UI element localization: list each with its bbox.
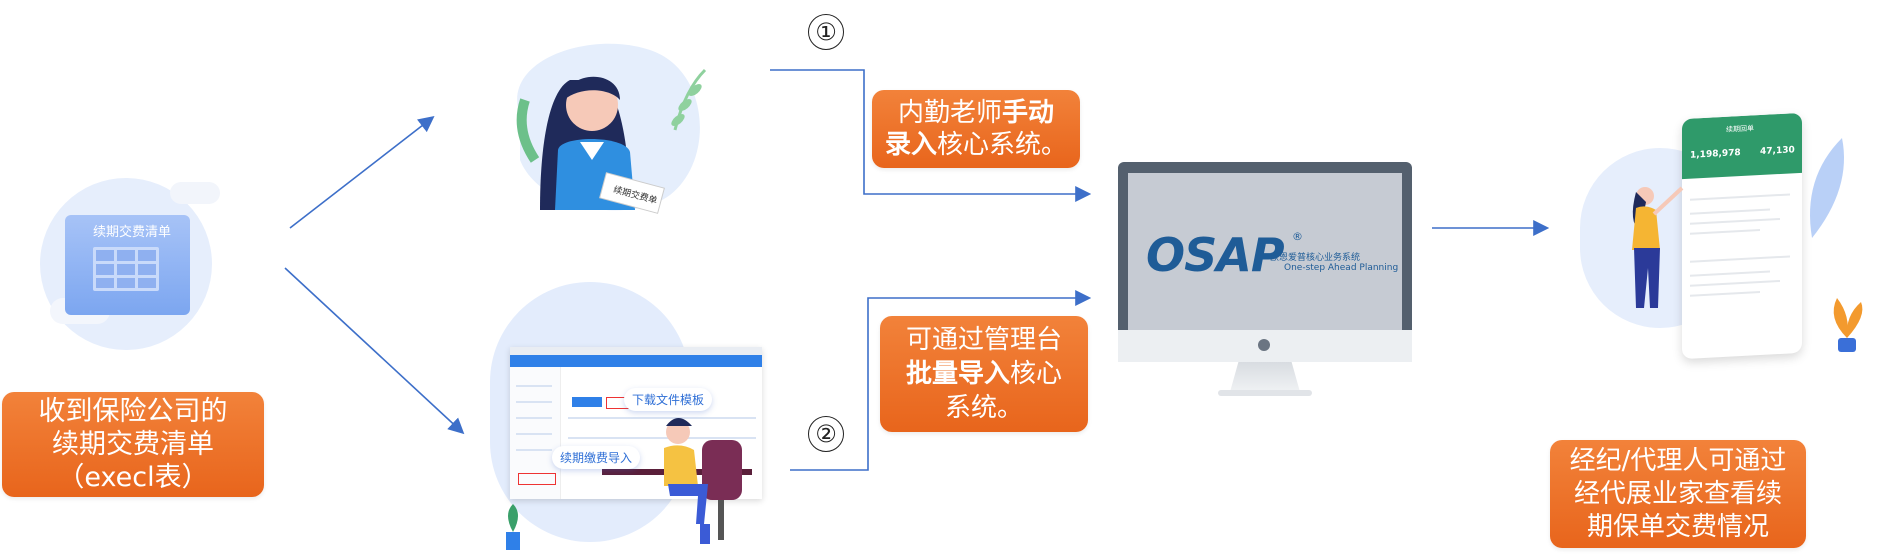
admin-ui-illustration: 下载文件模板 续期缴费导入 [490, 282, 770, 552]
import-tag: 续期缴费导入 [552, 446, 641, 469]
document-card-title: 续期交费清单 [93, 225, 172, 240]
step2-number: ② [808, 416, 844, 452]
step2-text-bold: 批量导入 [905, 359, 1010, 389]
left-label-line3: （execl表） [57, 462, 209, 493]
download-template-tag: 下载文件模板 [624, 388, 713, 411]
left-label-line2: 续期交费清单 [52, 429, 214, 460]
agent-phone-illustration: 续期回单 1,198,978 47,130 [1570, 108, 1890, 378]
osap-logo: OSAP [1146, 228, 1285, 282]
phone-stat2: 47,130 [1760, 145, 1795, 158]
step1-text-bold: 手动 [1002, 98, 1055, 128]
step2-text-mid: 核心 [1010, 359, 1063, 389]
monitor-screen [1128, 173, 1402, 330]
monitor-stand [1230, 362, 1300, 392]
step2-label: 可通过管理台 批量导入核心 系统。 [880, 316, 1088, 432]
left-label: 收到保险公司的 续期交费清单 （execl表） [2, 392, 264, 497]
phone-header: 续期回单 [1726, 124, 1754, 134]
step1-text-pre: 内勤老师 [897, 98, 1002, 128]
arrow-to-batch [284, 267, 465, 435]
document-grid [93, 247, 159, 291]
step1-text-bold2: 录入 [884, 130, 937, 160]
document-illustration: 续期交费清单 [40, 170, 230, 360]
step1-label: 内勤老师手动 录入核心系统。 [872, 90, 1080, 168]
step1-number: ① [808, 14, 844, 50]
phone-screen: 续期回单 1,198,978 47,130 [1682, 112, 1802, 360]
right-label-line1: 经纪/代理人可通过 [1569, 445, 1787, 476]
document-card: 续期交费清单 [65, 215, 190, 315]
step1-text-post: 核心系统。 [937, 130, 1068, 160]
core-system-monitor: OSAP ® 欧恩爱普核心业务系统 One-step Ahead Plannin… [1118, 162, 1412, 402]
osap-registered: ® [1292, 230, 1303, 243]
arrow-to-manual [289, 116, 435, 229]
monitor-button [1258, 339, 1270, 351]
step2-text-pre: 可通过管理台 [905, 325, 1062, 355]
right-label-line3: 期保单交费情况 [1586, 511, 1769, 542]
connector-step1 [770, 69, 1092, 202]
clerk-illustration: 续期交费单 [480, 20, 720, 220]
connector-step2 [790, 290, 1092, 471]
left-label-line1: 收到保险公司的 [38, 396, 228, 427]
step2-text-post: 系统。 [944, 393, 1023, 423]
right-label: 经纪/代理人可通过 经代展业家查看续 期保单交费情况 [1550, 440, 1806, 548]
osap-subtitle-cn: 欧恩爱普核心业务系统 [1270, 253, 1361, 263]
right-label-line2: 经代展业家查看续 [1573, 478, 1782, 509]
osap-subtitle-en: One-step Ahead Planning [1284, 263, 1399, 273]
